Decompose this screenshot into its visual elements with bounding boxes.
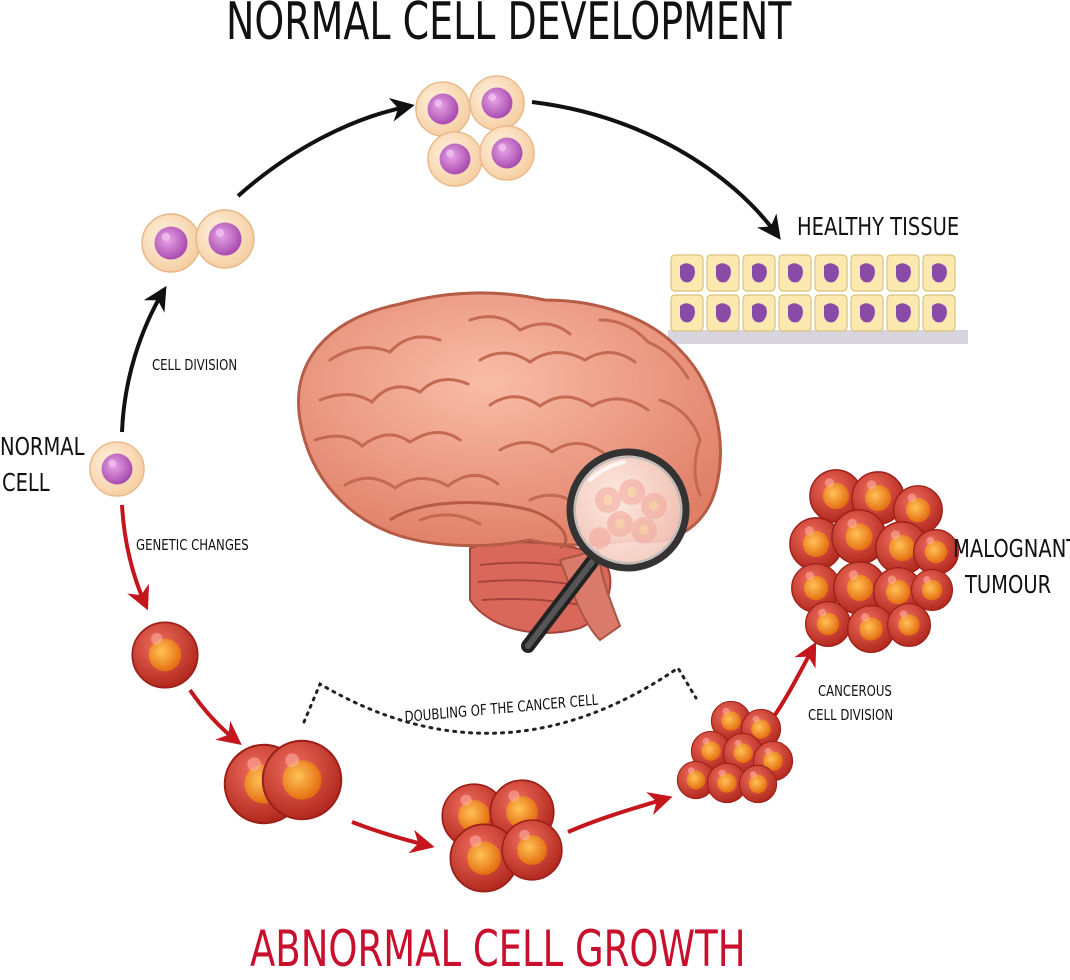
label-malignant-line1: MALOGNANT (953, 534, 1070, 563)
arrow-normal-to-mutated (120, 504, 150, 611)
title-abnormal-cell-growth: ABNORMAL CELL GROWTH (250, 920, 746, 978)
label-normal-cell-line2: CELL (2, 468, 50, 497)
tissue-row-bottom (670, 294, 956, 332)
doubling-bracket (302, 665, 698, 735)
label-cancerous-line1: CANCEROUS (818, 682, 892, 700)
label-genetic-changes: GENETIC CHANGES (136, 536, 249, 554)
arrow-double-to-cluster (351, 820, 435, 854)
mutated-cell (131, 621, 199, 689)
label-healthy-tissue: HEALTHY TISSUE (797, 212, 960, 241)
dividing-cells (141, 209, 255, 273)
magnifying-glass-icon (521, 448, 690, 653)
title-normal-cell-development: NORMAL CELL DEVELOPMENT (226, 0, 792, 52)
label-normal-cell-line1: NORMAL (0, 432, 85, 461)
four-cells (415, 75, 535, 187)
healthy-tissue (668, 254, 968, 344)
normal-cell (89, 441, 145, 497)
doubled-cancer-cell (223, 739, 343, 825)
label-cancerous-line2: CELL DIVISION (808, 706, 894, 724)
label-cell-division: CELL DIVISION (152, 356, 238, 374)
arrow-cluster-to-mass (567, 792, 673, 834)
cancer-cluster-four (441, 779, 563, 893)
arrow-division-to-four (236, 98, 415, 198)
arrow-normal-to-division (120, 285, 167, 433)
label-malignant-line2: TUMOUR (965, 570, 1052, 599)
cancer-cluster-small-mass (676, 700, 794, 804)
malignant-tumour (789, 469, 960, 653)
arrow-mutated-to-double (188, 688, 242, 745)
tissue-row-top (670, 254, 956, 292)
arrow-four-to-tissue (531, 100, 781, 240)
